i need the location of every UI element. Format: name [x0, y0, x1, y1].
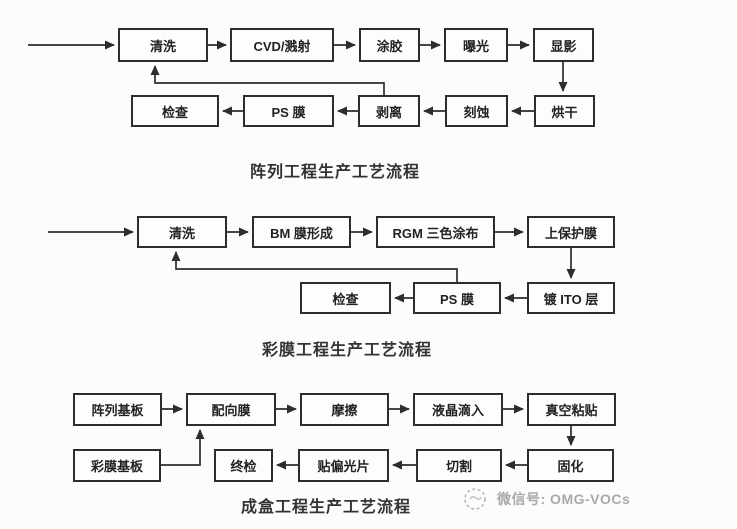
node-stripping: 剥离	[358, 95, 420, 127]
node-ito-plating: 镀 ITO 层	[527, 282, 615, 314]
node-cvd-sputtering: CVD/溅射	[230, 28, 334, 62]
node-alignment-film: 配向膜	[186, 393, 276, 426]
node-bm-film-formation: BM 膜形成	[252, 216, 351, 248]
node-cf-cleaning: 清洗	[137, 216, 227, 248]
node-protective-film: 上保护膜	[527, 216, 615, 248]
node-final-inspection: 终检	[214, 449, 273, 482]
color-filter-process-connectors	[48, 227, 576, 303]
node-cf-ps-film: PS 膜	[413, 282, 501, 314]
node-etching: 刻蚀	[445, 95, 508, 127]
array-process-title: 阵列工程生产工艺流程	[249, 164, 420, 181]
node-resist-coating: 涂胶	[359, 28, 420, 62]
wechat-watermark: 微信号: OMG-VOCs	[462, 486, 630, 512]
feedback-stripping-to-cleaning	[150, 65, 385, 95]
color-filter-process-title: 彩膜工程生产工艺流程	[261, 342, 432, 359]
node-exposure: 曝光	[444, 28, 508, 62]
wechat-id-label: 微信号: OMG-VOCs	[497, 491, 631, 507]
node-ps-film: PS 膜	[243, 95, 334, 127]
node-curing: 固化	[527, 449, 614, 482]
node-drying: 烘干	[534, 95, 595, 127]
node-lc-dropping: 液晶滴入	[413, 393, 503, 426]
node-array-substrate: 阵列基板	[73, 393, 162, 426]
connector-cf-substrate-to-alignment	[161, 429, 205, 466]
node-development: 显影	[533, 28, 594, 62]
node-cf-inspection: 检查	[300, 282, 391, 314]
node-rubbing: 摩擦	[300, 393, 389, 426]
node-cutting: 切割	[416, 449, 502, 482]
wechat-stamp-icon	[464, 488, 486, 510]
node-cf-substrate: 彩膜基板	[73, 449, 161, 482]
node-cleaning: 清洗	[118, 28, 208, 62]
node-inspection: 检查	[131, 95, 219, 127]
node-polarizer-attach: 贴偏光片	[298, 449, 389, 482]
cell-process-connectors	[161, 404, 576, 470]
cell-process-title: 成盒工程生产工艺流程	[240, 499, 411, 516]
node-vacuum-lamination: 真空粘贴	[527, 393, 616, 426]
array-process-connectors	[28, 40, 568, 116]
feedback-ps-film-to-cleaning	[171, 251, 458, 282]
node-rgm-tricolor-coating: RGM 三色涂布	[376, 216, 495, 248]
